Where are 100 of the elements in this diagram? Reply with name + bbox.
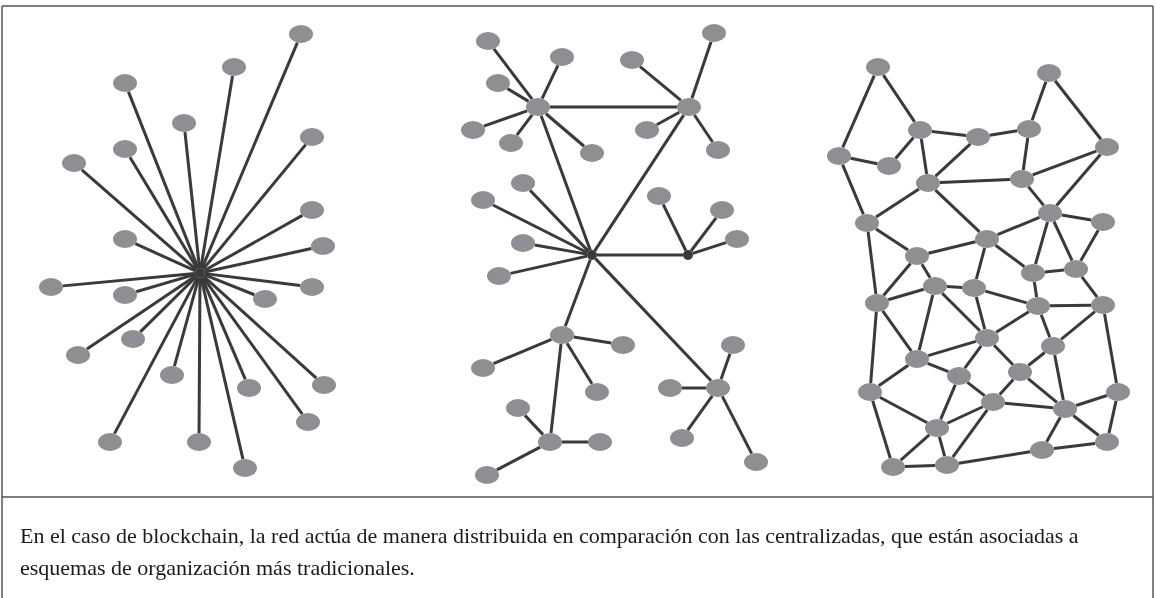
network-node: [962, 279, 986, 297]
connection-line: [199, 75, 234, 269]
junction-dot: [195, 268, 205, 278]
connection-line: [492, 338, 553, 365]
network-node: [233, 459, 257, 477]
connection-line: [877, 363, 910, 388]
connection-line: [682, 386, 706, 390]
connection-line: [1103, 313, 1118, 384]
network-node: [550, 48, 574, 66]
connection-line: [562, 440, 588, 444]
connection-line: [201, 276, 304, 415]
connection-line: [841, 164, 865, 215]
connection-line: [1027, 185, 1045, 207]
network-node: [312, 376, 336, 394]
connection-line: [550, 105, 677, 109]
network-node: [706, 141, 730, 159]
network-node: [499, 134, 523, 152]
connection-line: [996, 215, 1041, 237]
connection-line: [1044, 268, 1065, 274]
network-node: [1010, 170, 1034, 188]
network-node: [1030, 441, 1054, 459]
network-node: [511, 174, 535, 192]
connection-line: [934, 188, 981, 234]
connection-line: [692, 241, 727, 255]
connection-line: [540, 64, 560, 100]
connection-line: [920, 263, 932, 279]
connection-line: [966, 381, 986, 397]
connection-line: [202, 143, 307, 271]
connection-line: [875, 187, 920, 219]
connection-line: [937, 436, 947, 457]
network-node: [677, 98, 701, 116]
connection-line: [204, 247, 312, 274]
network-node: [923, 277, 947, 295]
connection-line: [573, 335, 612, 345]
network-node: [670, 429, 694, 447]
connection-line: [127, 91, 200, 269]
network-node: [866, 58, 890, 76]
caption: En el caso de blockchain, la red actúa de manera distribuida en comparación con las centralizadas, que están asociadas a esquemas de organización más tradicionales.: [20, 522, 1080, 582]
network-node: [905, 247, 929, 265]
connection-line: [875, 227, 909, 252]
network-node: [702, 24, 726, 42]
connection-line: [204, 273, 255, 297]
connection-line: [899, 433, 931, 462]
connection-line: [203, 214, 304, 272]
network-node: [296, 413, 320, 431]
connection-line: [565, 342, 594, 385]
network-node: [253, 290, 277, 308]
network-node: [289, 25, 313, 43]
connection-line: [197, 278, 202, 433]
connection-line: [984, 289, 1028, 305]
network-node: [975, 329, 999, 347]
network-node: [710, 201, 734, 219]
connection-line: [941, 292, 981, 332]
connection-line: [1039, 314, 1052, 338]
connection-line: [928, 240, 976, 255]
network-node: [1037, 64, 1061, 82]
connection-line: [841, 74, 876, 149]
network-node: [721, 336, 745, 354]
connection-line: [931, 129, 967, 138]
network-node: [300, 278, 324, 296]
connection-line: [686, 395, 714, 431]
network-node: [981, 393, 1005, 411]
connection-line: [1030, 81, 1048, 121]
connection-line: [719, 353, 732, 380]
network-node: [935, 456, 959, 474]
connection-line: [639, 65, 682, 102]
connection-line: [597, 253, 683, 257]
connection-line: [1072, 414, 1100, 437]
junction-dot: [587, 250, 597, 260]
connection-line: [995, 310, 1030, 334]
network-node: [550, 326, 574, 344]
network-node: [925, 419, 949, 437]
network-node: [461, 121, 485, 139]
connection-line: [1049, 303, 1092, 308]
network-node: [725, 230, 749, 248]
connection-line: [202, 275, 318, 380]
network-node: [588, 433, 612, 451]
connection-line: [655, 111, 681, 126]
connection-line: [974, 296, 987, 330]
connection-line: [200, 42, 299, 269]
network-node: [187, 433, 211, 451]
connection-line: [951, 409, 989, 458]
network-node: [538, 433, 562, 451]
connection-line: [887, 287, 925, 302]
connection-line: [689, 216, 718, 252]
network-node: [113, 74, 137, 92]
network-node: [311, 237, 335, 255]
network-node: [1091, 213, 1115, 231]
network-node: [1008, 363, 1032, 381]
network-node: [908, 121, 932, 139]
network-node: [658, 379, 682, 397]
network-node: [113, 140, 137, 158]
network-node: [511, 234, 535, 252]
connection-line: [549, 343, 563, 434]
network-node: [1053, 400, 1077, 418]
connection-line: [894, 136, 915, 160]
network-node: [471, 359, 495, 377]
network-node: [916, 174, 940, 192]
connection-line: [496, 445, 541, 472]
network-node: [1041, 337, 1065, 355]
